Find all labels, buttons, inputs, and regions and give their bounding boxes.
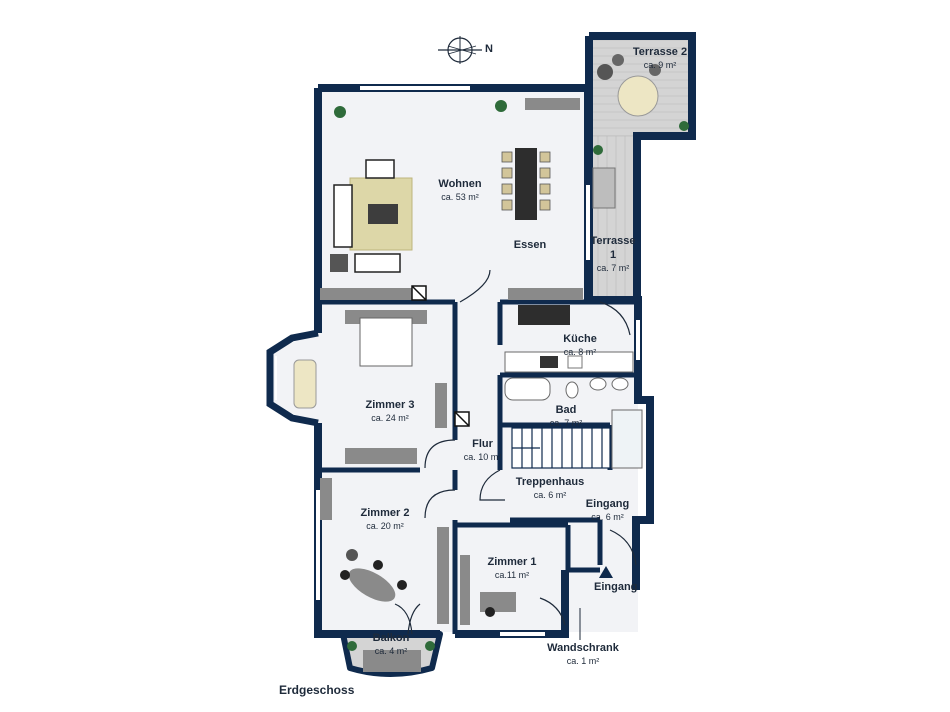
room-label-terrasse1: Terrasse 1 ca. 7 m² <box>589 235 637 274</box>
staircase <box>511 427 611 469</box>
floor-title: Erdgeschoss <box>279 683 355 697</box>
room-area: ca. 7 m² <box>596 262 630 273</box>
room-area: ca. 7 m² <box>549 417 583 428</box>
room-label-kueche: Küche ca. 8 m² <box>550 333 610 358</box>
room-name: Eingang <box>585 498 630 510</box>
room-name: Wandschrank <box>547 642 619 654</box>
interior-walls <box>318 299 640 634</box>
room-name: Essen <box>513 239 547 251</box>
room-name: Balkon <box>372 632 410 644</box>
room-label-eingang: Eingang ca. 6 m² <box>575 498 640 523</box>
room-label-balkon: Balkon ca. 4 m² <box>365 632 417 657</box>
room-label-essen: Essen <box>505 239 555 253</box>
room-area: ca. 9 m² <box>643 59 677 70</box>
room-area: ca. 10 m² <box>463 451 502 462</box>
living-furniture <box>320 98 583 301</box>
room-furniture <box>293 305 570 625</box>
room-name: Terrasse 1 <box>590 235 636 261</box>
compass-icon <box>438 36 482 64</box>
entrance-label: Eingang <box>594 581 638 593</box>
room-name: Küche <box>563 333 597 345</box>
room-label-zimmer3: Zimmer 3 ca. 24 m² <box>355 399 425 424</box>
room-name: Terrasse 2 <box>632 46 688 58</box>
door-swings <box>394 269 637 635</box>
windows <box>316 86 640 636</box>
room-label-zimmer2: Zimmer 2 ca. 20 m² <box>350 507 420 532</box>
room-area: ca. 4 m² <box>374 645 408 656</box>
room-label-treppenhaus: Treppenhaus ca. 6 m² <box>510 476 590 501</box>
bath-fixtures <box>504 377 643 469</box>
room-name: Bad <box>555 404 577 416</box>
terrace-furniture <box>363 54 661 672</box>
room-name: Zimmer 3 <box>365 399 415 411</box>
bay-window <box>266 329 319 427</box>
room-area: ca. 8 m² <box>563 346 597 357</box>
plants <box>334 100 689 651</box>
room-area: ca. 6 m² <box>533 489 567 500</box>
compass-north-label: N <box>485 43 493 55</box>
room-label-zimmer1: Zimmer 1 ca.11 m² <box>480 556 544 581</box>
kitchen-counter <box>504 351 634 373</box>
room-name: Zimmer 2 <box>360 507 410 519</box>
room-label-bad: Bad ca. 7 m² <box>541 404 591 429</box>
room-label-terrasse2: Terrasse 2 ca. 9 m² <box>628 46 692 71</box>
room-label-flur: Flur ca. 10 m² <box>455 438 510 463</box>
room-area: ca. 53 m² <box>441 191 479 202</box>
room-area: ca. 1 m² <box>566 655 600 666</box>
room-area: ca. 6 m² <box>591 511 624 522</box>
room-name: Wohnen <box>438 178 482 190</box>
room-name: Zimmer 1 <box>487 556 537 568</box>
room-area: ca. 20 m² <box>366 520 404 531</box>
room-label-wohnen: Wohnen ca. 53 m² <box>420 178 500 203</box>
room-area: ca.11 m² <box>494 569 530 580</box>
room-name: Treppenhaus <box>515 476 585 488</box>
entrance-arrow-icon <box>599 566 613 578</box>
room-name: Flur <box>472 438 493 450</box>
room-label-wandschrank: Wandschrank ca. 1 m² <box>540 642 626 667</box>
room-area: ca. 24 m² <box>371 412 409 423</box>
terrace-decks <box>588 35 693 303</box>
